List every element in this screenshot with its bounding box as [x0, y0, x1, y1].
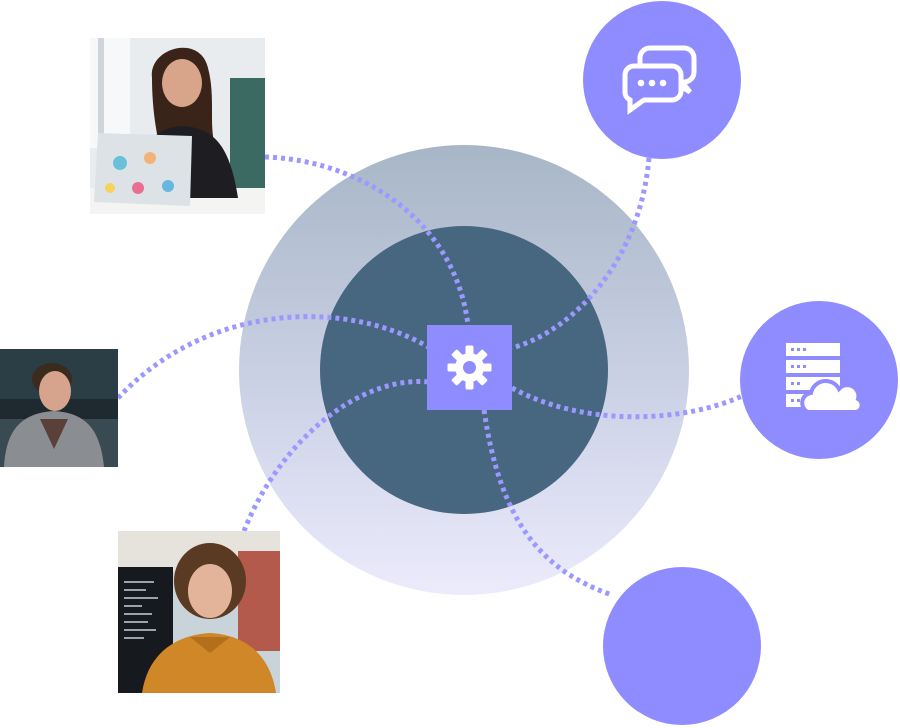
- person-photo-youth-curly-hair: [118, 531, 280, 693]
- person-photo-icon: [90, 38, 265, 214]
- chat-node: [583, 1, 741, 159]
- server-cloud-node: [740, 301, 898, 459]
- person-photo-icon: [118, 531, 280, 693]
- person-photo-woman-laptop: [90, 38, 265, 214]
- server-cloud-icon: [786, 343, 864, 414]
- connector-youth: [241, 379, 431, 532]
- connector-chat: [511, 157, 652, 351]
- person-photo-man-hoodie: [0, 349, 118, 467]
- bottom-node: [603, 567, 761, 725]
- connector-server: [510, 385, 744, 420]
- center-gear-tile: [427, 325, 512, 410]
- connector-bottom-node: [481, 409, 613, 598]
- gear-icon: [447, 345, 492, 390]
- person-photo-icon: [0, 349, 118, 467]
- connector-man: [116, 314, 432, 400]
- chat-bubbles-icon: [622, 45, 697, 115]
